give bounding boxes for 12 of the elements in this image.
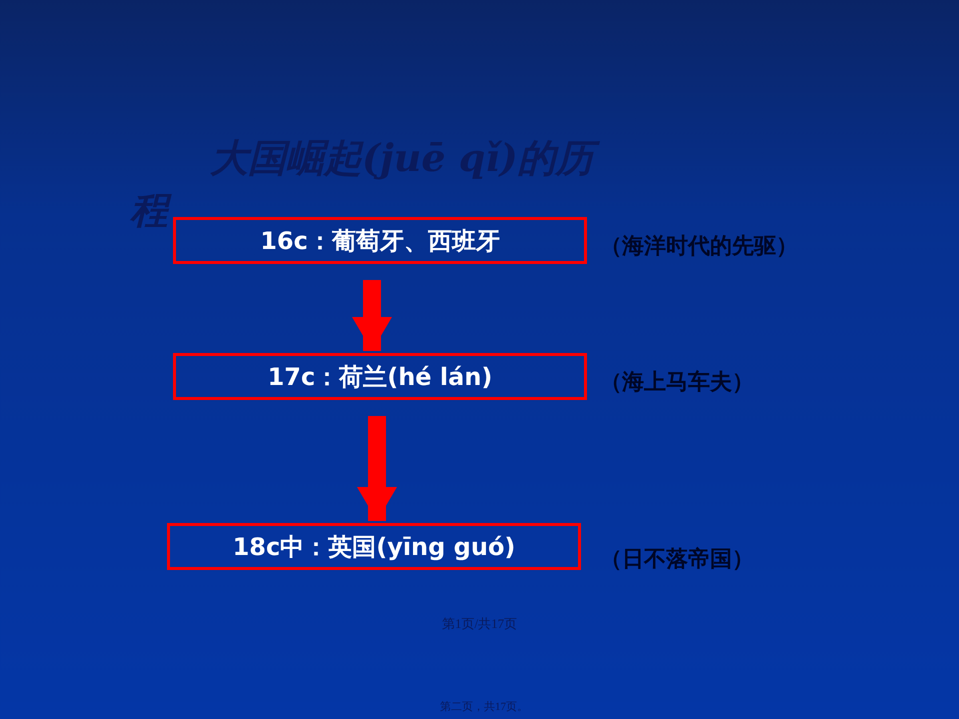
side-note: （海上马车夫） [600, 369, 754, 397]
box-text: 17c：荷兰(hé lán) [268, 362, 492, 392]
arrow [352, 280, 392, 351]
process-box [173, 217, 587, 264]
page-number: 第二页，共17页。 [440, 700, 528, 715]
box-text: 18c中：英国(yīng guó) [232, 532, 516, 562]
arrow [357, 416, 397, 521]
page-number: 第1页/共17页 [442, 615, 518, 633]
side-note: （海洋时代的先驱） [600, 233, 798, 261]
process-box [167, 523, 581, 570]
process-box [173, 353, 587, 400]
side-note: （日不落帝国） [600, 546, 754, 574]
